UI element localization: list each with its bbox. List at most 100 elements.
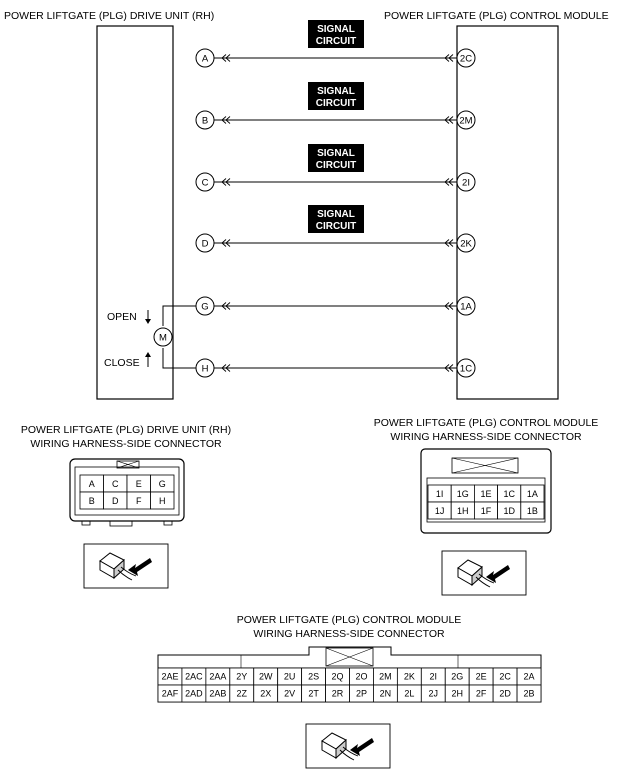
svg-text:2T: 2T bbox=[308, 689, 319, 699]
arrow-icon bbox=[444, 302, 454, 310]
svg-text:C: C bbox=[112, 479, 119, 489]
arrow-icon bbox=[444, 54, 454, 62]
pin-circle bbox=[456, 110, 476, 130]
drive-terminal: F bbox=[126, 491, 151, 510]
drive-terminal: C bbox=[103, 474, 128, 493]
arrow-icon bbox=[444, 364, 454, 372]
svg-text:SIGNAL: SIGNAL bbox=[317, 86, 355, 97]
svg-text:2N: 2N bbox=[380, 689, 392, 699]
svg-text:2AC: 2AC bbox=[185, 672, 203, 682]
module2-terminal: 2E bbox=[468, 667, 494, 686]
svg-text:CIRCUIT: CIRCUIT bbox=[316, 160, 357, 171]
module-connector-2-title-2: WIRING HARNESS-SIDE CONNECTOR bbox=[253, 628, 445, 640]
module1-terminal: 1J bbox=[427, 501, 452, 520]
module2-terminal: 2B bbox=[516, 684, 542, 703]
module2-terminal: 2R bbox=[325, 684, 350, 703]
arrow-icon bbox=[221, 302, 231, 310]
pin-circle bbox=[456, 233, 476, 253]
svg-text:F: F bbox=[136, 496, 142, 506]
svg-text:2K: 2K bbox=[404, 672, 415, 682]
svg-text:2S: 2S bbox=[308, 672, 319, 682]
module2-terminal: 2X bbox=[253, 684, 279, 703]
drive-connector-title-1: POWER LIFTGATE (PLG) DRIVE UNIT (RH) bbox=[21, 424, 231, 436]
module2-terminal: 2C bbox=[492, 667, 518, 686]
svg-text:CIRCUIT: CIRCUIT bbox=[316, 98, 357, 109]
arrow-icon bbox=[444, 116, 454, 124]
svg-text:SIGNAL: SIGNAL bbox=[317, 209, 355, 220]
pin-label: 2C bbox=[460, 54, 472, 65]
arrow-icon bbox=[221, 116, 231, 124]
module2-terminal: 2L bbox=[396, 684, 422, 703]
module2-terminal: 2Q bbox=[325, 667, 350, 686]
pin-label: 2I bbox=[462, 178, 470, 189]
module2-terminal: 2G bbox=[444, 667, 470, 686]
svg-text:A: A bbox=[89, 479, 95, 489]
arrow-icon bbox=[221, 54, 231, 62]
module2-terminal: 2N bbox=[373, 684, 398, 703]
svg-text:1G: 1G bbox=[457, 489, 469, 499]
svg-text:1C: 1C bbox=[503, 489, 515, 499]
svg-text:2V: 2V bbox=[284, 689, 295, 699]
module2-terminal: 2F bbox=[468, 684, 494, 703]
motor-label: M bbox=[159, 333, 167, 344]
svg-text:2L: 2L bbox=[404, 689, 414, 699]
svg-text:2A: 2A bbox=[524, 672, 535, 682]
pin-circle bbox=[456, 48, 476, 68]
pin-label: B bbox=[202, 116, 208, 127]
pin-label: C bbox=[202, 178, 209, 189]
svg-text:2X: 2X bbox=[260, 689, 271, 699]
svg-text:2Y: 2Y bbox=[236, 672, 247, 682]
connector-view-icon bbox=[305, 723, 391, 769]
module-connector-1-title-1: POWER LIFTGATE (PLG) CONTROL MODULE bbox=[374, 417, 599, 429]
motor-symbol bbox=[153, 327, 173, 347]
module2-terminal: 2V bbox=[277, 684, 303, 703]
pin-circle bbox=[195, 233, 215, 253]
pin-label: D bbox=[202, 239, 209, 250]
open-arrow-icon bbox=[145, 310, 151, 324]
module2-terminal: 2I bbox=[420, 667, 446, 686]
svg-text:2C: 2C bbox=[499, 672, 511, 682]
svg-text:2E: 2E bbox=[476, 672, 487, 682]
module2-terminal: 2Y bbox=[229, 667, 255, 686]
close-arrow-icon bbox=[145, 352, 151, 367]
svg-text:1J: 1J bbox=[435, 506, 445, 516]
module1-terminal: 1A bbox=[520, 484, 545, 503]
drive-terminal: G bbox=[150, 474, 175, 493]
control-module-title: POWER LIFTGATE (PLG) CONTROL MODULE bbox=[384, 10, 609, 22]
svg-text:1D: 1D bbox=[503, 506, 515, 516]
svg-text:CIRCUIT: CIRCUIT bbox=[316, 36, 357, 47]
module2-terminal: 2J bbox=[420, 684, 446, 703]
module1-terminal: 1H bbox=[450, 501, 475, 520]
svg-text:2AA: 2AA bbox=[209, 672, 226, 682]
module2-terminal: 2S bbox=[301, 667, 326, 686]
pin-circle bbox=[195, 110, 215, 130]
svg-text:2W: 2W bbox=[259, 672, 273, 682]
control-module-box bbox=[456, 25, 559, 400]
svg-text:1H: 1H bbox=[457, 506, 469, 516]
module2-terminal: 2P bbox=[349, 684, 374, 703]
module2-terminal: 2AA bbox=[205, 667, 231, 686]
arrow-icon bbox=[221, 364, 231, 372]
module-connector-1-title-2: WIRING HARNESS-SIDE CONNECTOR bbox=[390, 431, 582, 443]
svg-text:2AF: 2AF bbox=[162, 689, 179, 699]
svg-text:CIRCUIT: CIRCUIT bbox=[316, 221, 357, 232]
svg-text:1A: 1A bbox=[527, 489, 538, 499]
svg-text:E: E bbox=[136, 479, 142, 489]
module2-terminal: 2K bbox=[396, 667, 422, 686]
pin-label: 2K bbox=[460, 239, 472, 250]
drive-terminal: H bbox=[150, 491, 175, 510]
module2-terminal: 2D bbox=[492, 684, 518, 703]
svg-text:1B: 1B bbox=[527, 506, 538, 516]
svg-text:H: H bbox=[159, 496, 166, 506]
module2-terminal: 2A bbox=[516, 667, 542, 686]
svg-text:G: G bbox=[159, 479, 166, 489]
svg-text:2J: 2J bbox=[429, 689, 439, 699]
drive-terminal: B bbox=[79, 491, 104, 510]
open-label: OPEN bbox=[107, 311, 137, 323]
svg-text:2AE: 2AE bbox=[161, 672, 178, 682]
